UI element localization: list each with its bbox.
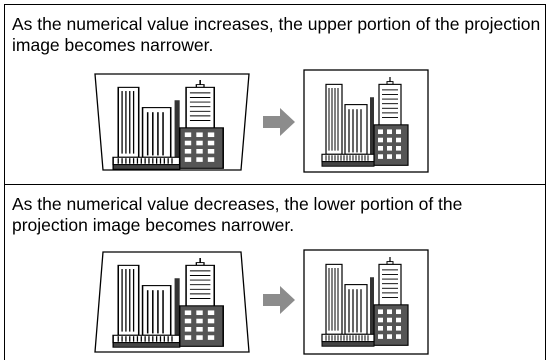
after-image-1 <box>303 69 429 173</box>
info-box <box>4 4 546 360</box>
after-image-2 <box>303 249 429 355</box>
section-divider <box>4 184 546 185</box>
right-arrow-icon <box>263 286 295 314</box>
before-image-1 <box>94 73 250 171</box>
caption-decrease: As the numerical value decreases, the lo… <box>12 194 463 235</box>
before-image-2 <box>94 251 250 353</box>
caption-increase: As the numerical value increases, the up… <box>12 14 541 55</box>
right-arrow-icon <box>263 108 295 136</box>
